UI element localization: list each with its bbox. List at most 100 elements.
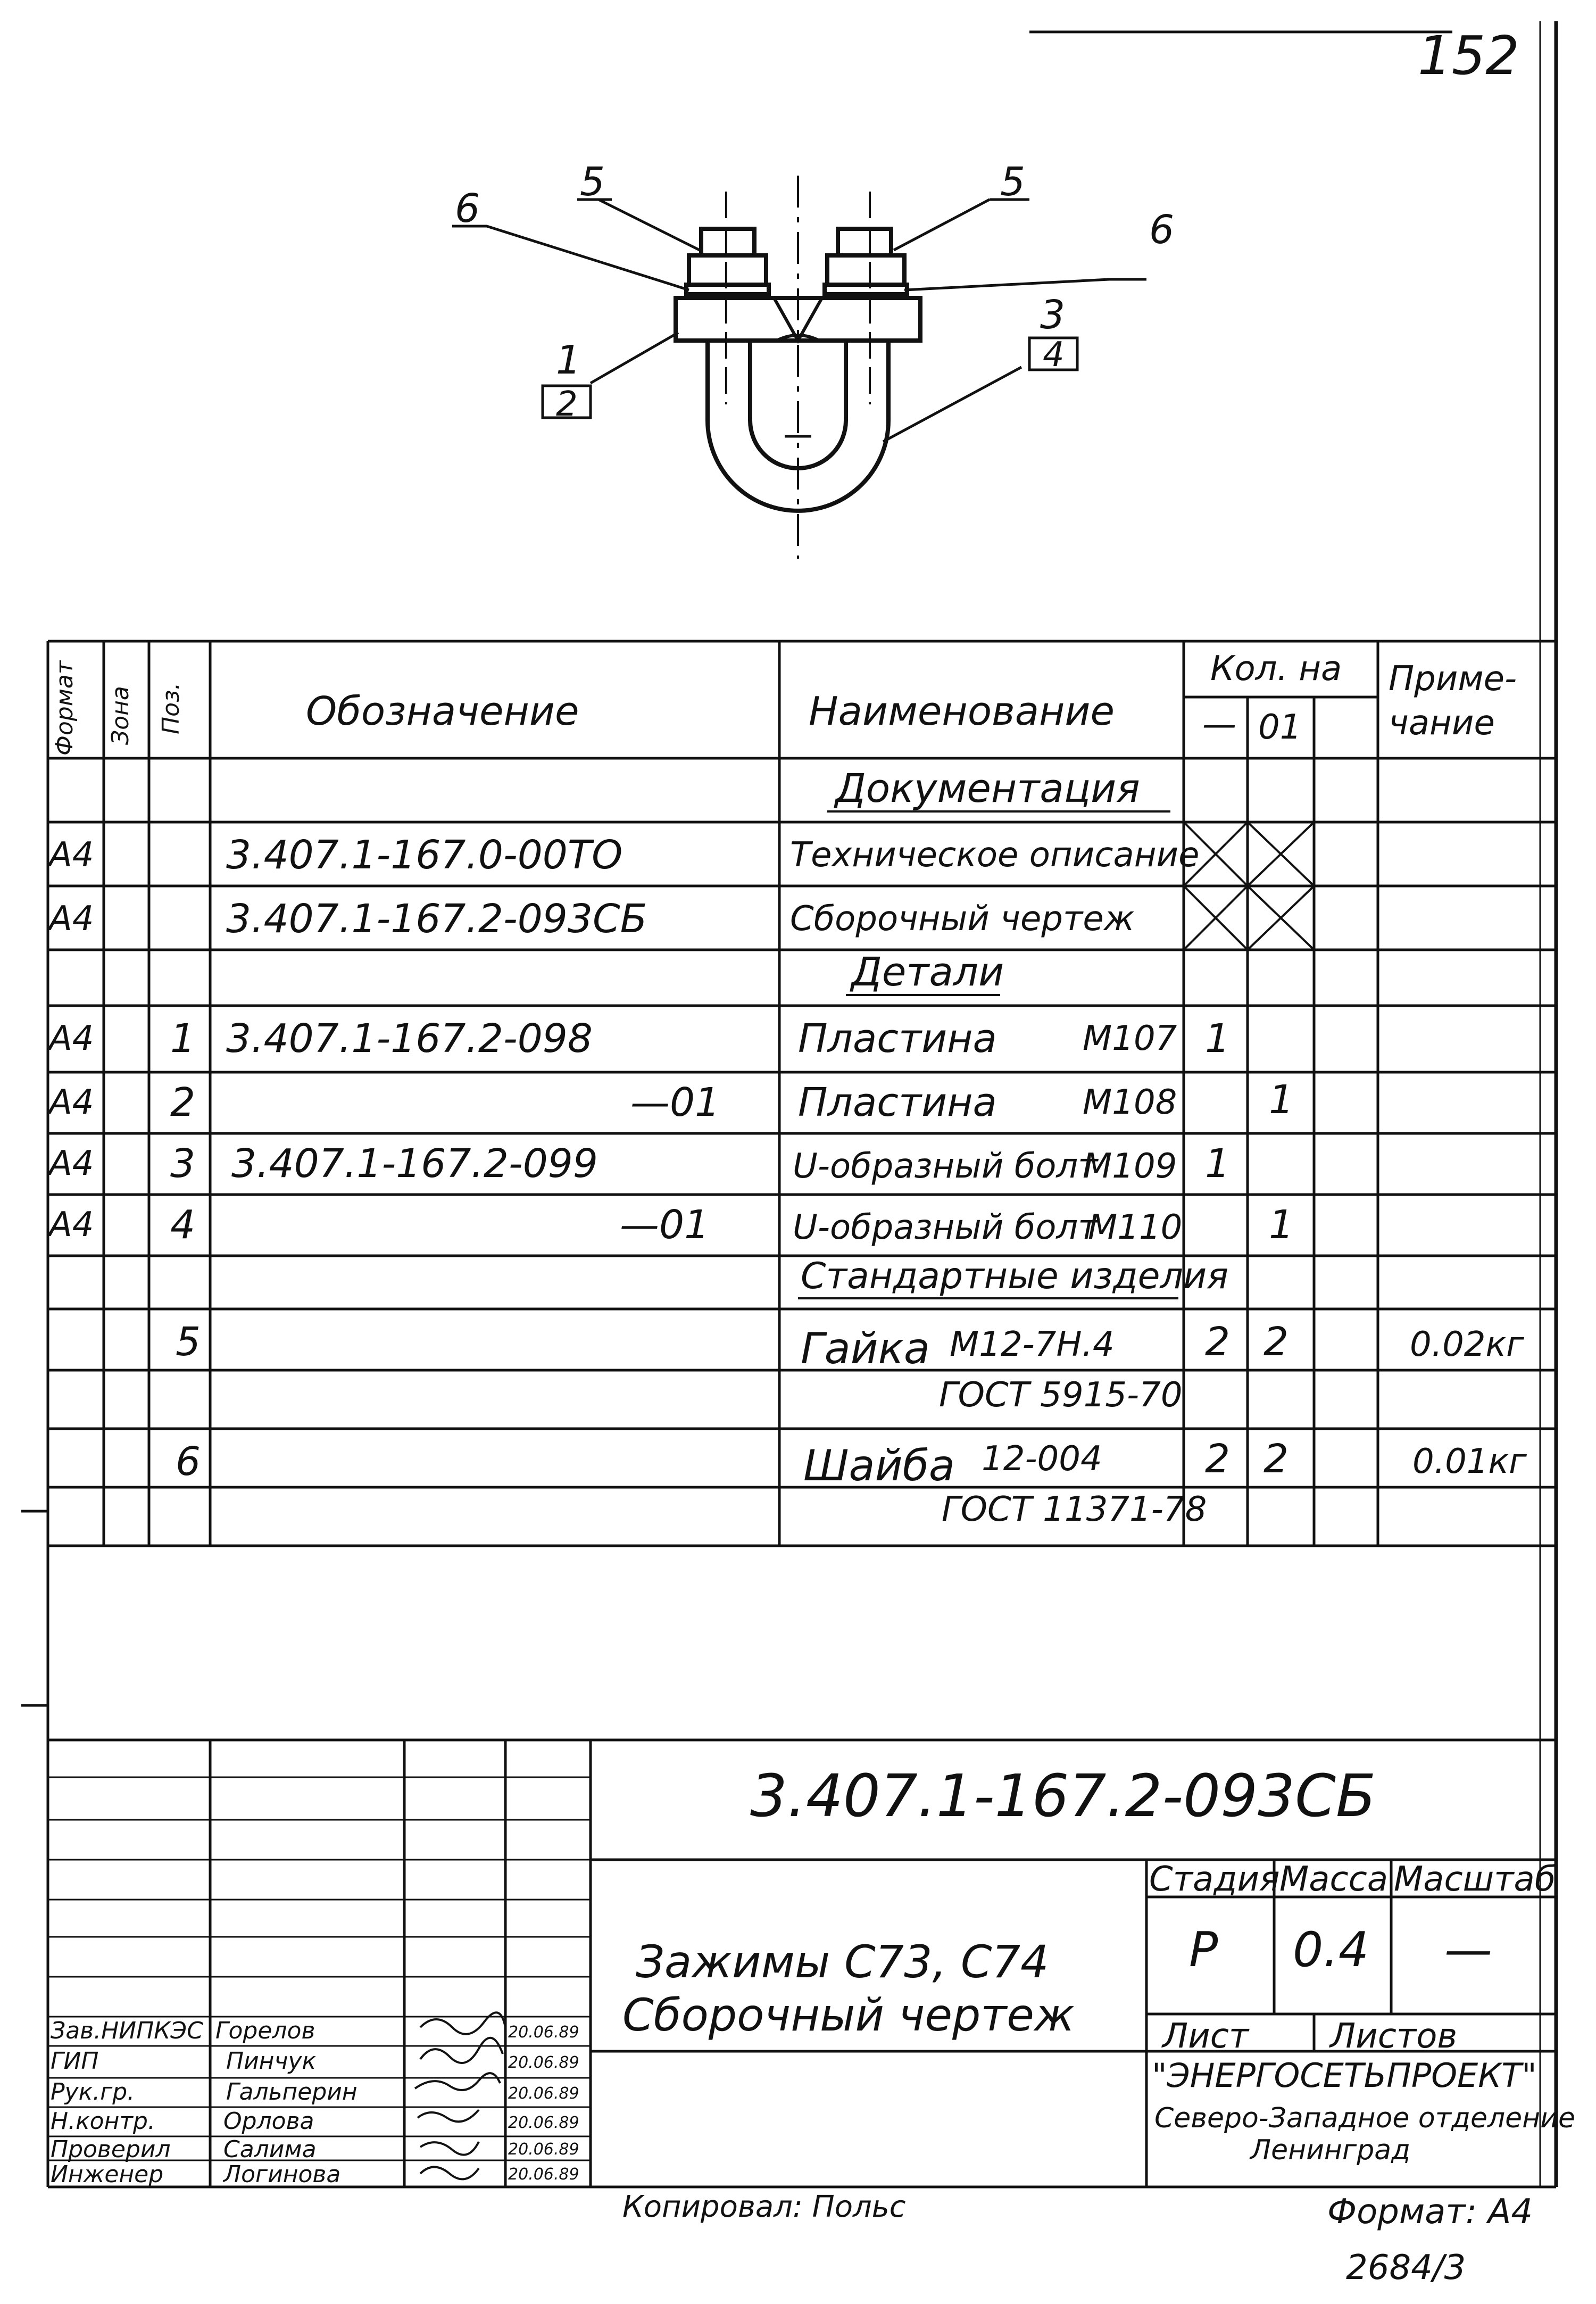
header-qty-col1: — xyxy=(1202,705,1236,744)
signature-role: Рук.гр. xyxy=(51,2078,135,2106)
scale-label: Масштаб xyxy=(1394,1860,1556,1899)
stage-value: Р xyxy=(1189,1922,1218,1978)
standard-row-name: Гайка xyxy=(801,1324,930,1373)
org-line1: "ЭНЕРГОСЕТЬПРОЕКТ" xyxy=(1152,2056,1537,2095)
archive-number: 2684/3 xyxy=(1346,2248,1466,2288)
sheet-label: Лист xyxy=(1162,2017,1249,2056)
section-details: Детали xyxy=(851,949,1004,995)
detail-row-name: Пластина xyxy=(798,1016,997,1062)
detail-row-pos: 3 xyxy=(170,1141,196,1187)
standard-row-qty2: 2 xyxy=(1264,1319,1289,1365)
signature-name: Орлова xyxy=(223,2108,314,2135)
standard-row-pos: 5 xyxy=(176,1319,201,1365)
signature-date: 20.06.89 xyxy=(508,2053,579,2072)
sheets-label: Листов xyxy=(1330,2017,1458,2056)
section-standard: Стандартные изделия xyxy=(801,1255,1229,1297)
header-qty-col2: 01 xyxy=(1258,708,1302,747)
org-line2: Северо-Западное отделение xyxy=(1154,2102,1575,2134)
doc-row-format: А4 xyxy=(49,899,94,939)
stage-label: Стадия xyxy=(1149,1860,1280,1899)
detail-row-qty1: 1 xyxy=(1205,1141,1231,1187)
mass-value: 0.4 xyxy=(1293,1922,1369,1978)
callout-4: 4 xyxy=(1043,335,1065,375)
detail-row-designation: 3.407.1-167.2-098 xyxy=(226,1016,593,1062)
callout-6-right: 6 xyxy=(1149,207,1175,253)
standard-row-note: 0.01кг xyxy=(1412,1442,1527,1481)
standard-row-name: Шайба xyxy=(803,1441,955,1490)
doc-code: 3.407.1-167.2-093СБ xyxy=(750,1762,1376,1830)
detail-row-mark: М107 xyxy=(1083,1019,1177,1058)
signature-date: 20.06.89 xyxy=(508,2084,579,2103)
title-line2: Сборочный чертеж xyxy=(622,1989,1075,2041)
standard-row-spec-bottom: ГОСТ 11371-78 xyxy=(942,1490,1207,1529)
signature-date: 20.06.89 xyxy=(508,2023,579,2042)
detail-row-pos: 1 xyxy=(170,1016,196,1062)
standard-row-spec-bottom: ГОСТ 5915-70 xyxy=(939,1375,1183,1415)
header-qty: Кол. на xyxy=(1210,649,1342,689)
signature-role: Инженер xyxy=(51,2161,164,2188)
standard-row-qty1: 2 xyxy=(1205,1319,1231,1365)
detail-row-mark: М109 xyxy=(1083,1147,1177,1186)
doc-row-name: Техническое описание xyxy=(790,835,1200,875)
scale-value: — xyxy=(1444,1922,1492,1978)
detail-row-format: А4 xyxy=(49,1083,94,1122)
doc-row-name: Сборочный чертеж xyxy=(790,899,1135,939)
detail-row-format: А4 xyxy=(49,1019,94,1058)
section-documentation: Документация xyxy=(835,766,1140,811)
signature-role: Н.контр. xyxy=(51,2108,155,2135)
callout-6-left: 6 xyxy=(455,186,480,231)
format-label: Формат: А4 xyxy=(1327,2192,1533,2232)
doc-row-format: А4 xyxy=(49,835,94,875)
detail-row-mark: М108 xyxy=(1083,1083,1177,1122)
detail-row-designation: —01 xyxy=(620,1202,710,1248)
signature-date: 20.06.89 xyxy=(508,2165,579,2184)
standard-row-pos: 6 xyxy=(176,1439,201,1485)
mass-label: Масса xyxy=(1279,1860,1389,1899)
signature-name: Горелов xyxy=(215,2017,315,2044)
callout-5-right: 5 xyxy=(1000,159,1026,205)
title-line1: Зажимы С73, С74 xyxy=(636,1936,1049,1988)
page-number: 152 xyxy=(1418,24,1519,87)
doc-row-designation: 3.407.1-167.0-00ТО xyxy=(226,832,623,878)
copied-by: Копировал: Польс xyxy=(622,2190,906,2224)
standard-row-spec-top: М12-7Н.4 xyxy=(950,1325,1115,1364)
detail-row-qty2: 1 xyxy=(1269,1077,1294,1123)
detail-row-name: U-образный болт xyxy=(793,1208,1098,1247)
detail-row-format: А4 xyxy=(49,1205,94,1245)
signature-role: ГИП xyxy=(51,2048,99,2075)
header-note: Приме- чание xyxy=(1389,659,1517,743)
callout-1: 1 xyxy=(556,337,581,383)
signature-role: Зав.НИПКЭС xyxy=(51,2017,203,2044)
detail-row-qty2: 1 xyxy=(1269,1202,1294,1248)
detail-row-pos: 4 xyxy=(170,1202,196,1248)
callout-5-left: 5 xyxy=(580,159,605,205)
detail-row-mark: М110 xyxy=(1088,1208,1183,1247)
assembly-drawing xyxy=(452,30,1452,559)
signature-date: 20.06.89 xyxy=(508,2140,579,2159)
standard-row-spec-top: 12-004 xyxy=(982,1439,1102,1479)
standard-row-qty1: 2 xyxy=(1205,1436,1231,1482)
signature-name: Логинова xyxy=(223,2161,341,2188)
detail-row-pos: 2 xyxy=(170,1080,196,1125)
signature-name: Пинчук xyxy=(226,2048,317,2075)
callout-3: 3 xyxy=(1040,292,1066,338)
detail-row-designation: 3.407.1-167.2-099 xyxy=(231,1141,598,1187)
callout-2: 2 xyxy=(556,385,578,424)
doc-row-designation: 3.407.1-167.2-093СБ xyxy=(226,896,647,942)
detail-row-format: А4 xyxy=(49,1144,94,1183)
signature-name: Гальперин xyxy=(226,2078,358,2106)
detail-row-qty1: 1 xyxy=(1205,1016,1231,1062)
standard-row-qty2: 2 xyxy=(1264,1436,1289,1482)
signature-date: 20.06.89 xyxy=(508,2114,579,2132)
org-line3: Ленинград xyxy=(1250,2134,1411,2166)
detail-row-designation: —01 xyxy=(630,1080,720,1125)
signature-role: Проверил xyxy=(51,2136,171,2163)
detail-row-name: Пластина xyxy=(798,1080,997,1125)
signature-name: Салима xyxy=(223,2136,317,2163)
header-name: Наименование xyxy=(809,689,1115,734)
header-designation: Обозначение xyxy=(306,689,579,734)
detail-row-name: U-образный болт xyxy=(793,1147,1098,1186)
standard-row-note: 0.02кг xyxy=(1410,1325,1524,1364)
